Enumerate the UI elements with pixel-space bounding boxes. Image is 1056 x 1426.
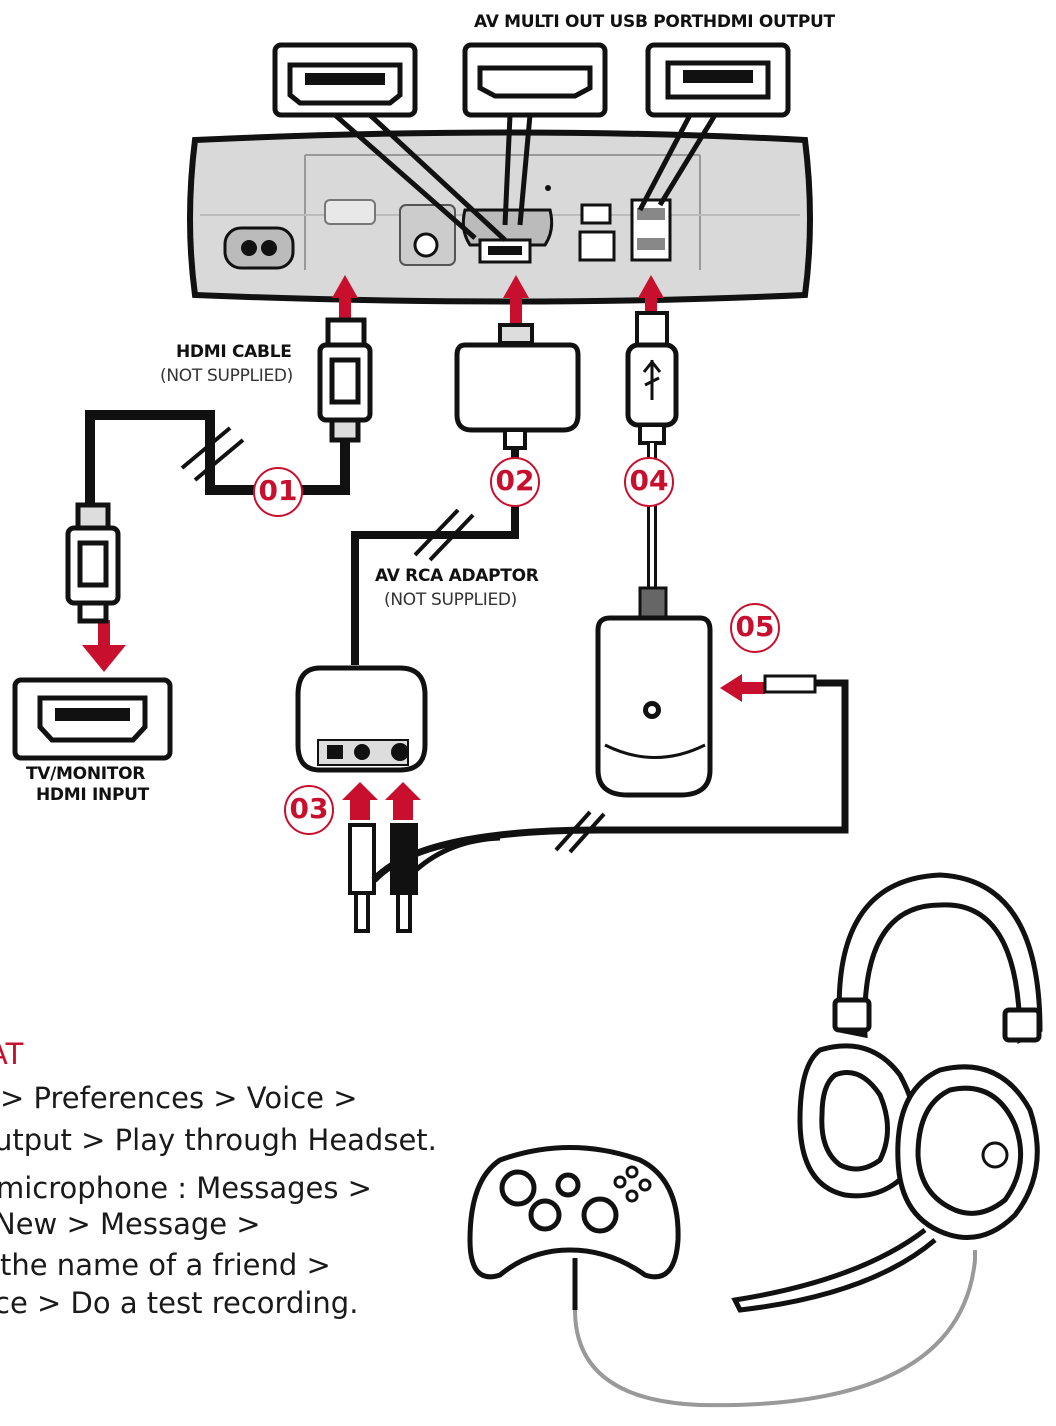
usb-sound-adapter (595, 586, 713, 798)
step-badge-03: 03 (284, 785, 334, 835)
hdmi-cable-note: (NOT SUPPLIED) (160, 366, 294, 386)
hdmi-cable-label: HDMI CABLE (176, 342, 292, 362)
instruction-line: the name of a friend > (0, 1248, 331, 1282)
top-ports-label: AV MULTI OUT USB PORTHDMI OUTPUT (474, 12, 835, 32)
instruction-line: > Preferences > Voice > (0, 1081, 358, 1115)
step-badge-04: 04 (624, 457, 674, 507)
usb-plug (625, 311, 679, 445)
insert-arrows (82, 275, 765, 820)
tv-label-line2: HDMI INPUT (36, 785, 149, 805)
power-socket (223, 226, 295, 270)
av-adaptor-plug (454, 323, 581, 450)
hdmi-cable-plug (317, 317, 373, 443)
instruction-line: utput > Play through Headset. (0, 1123, 437, 1157)
av-rca-note: (NOT SUPPLIED) (384, 590, 518, 610)
step-badge-05: 05 (730, 603, 780, 653)
console-back-panel (187, 129, 813, 305)
step-badge-01: 01 (253, 467, 303, 517)
instruction-line: New > Message > (0, 1207, 261, 1241)
instruction-line: microphone : Messages > (0, 1171, 372, 1205)
instructions-heading: AT (0, 1037, 24, 1071)
av-rca-box (295, 665, 428, 773)
controller (467, 1145, 681, 1280)
av-rca-label: AV RCA ADAPTOR (375, 566, 539, 586)
headset (731, 872, 1043, 1313)
tv-label-line1: TV/MONITOR (26, 764, 146, 784)
hdmi-cable (85, 410, 350, 505)
instruction-line: ce > Do a test recording. (0, 1286, 359, 1320)
rca-plugs (348, 823, 418, 933)
step-badge-02: 02 (490, 457, 540, 507)
tv-hdmi-input (12, 677, 173, 761)
